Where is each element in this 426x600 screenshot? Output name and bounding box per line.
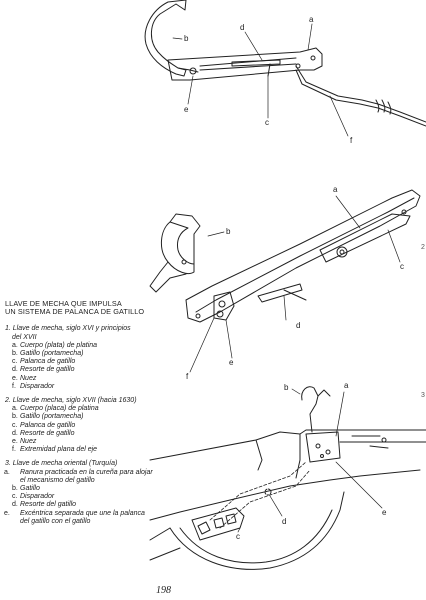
- caption-entry-2-part-e: e.Nuez: [12, 438, 155, 446]
- part-key: b.: [12, 485, 18, 493]
- figure-3-label-e: e: [382, 508, 387, 517]
- part-key: e.: [4, 509, 10, 517]
- part-text: Ranura practicada en la cureña para aloj…: [20, 468, 153, 484]
- figure-3-label-a: a: [344, 381, 349, 390]
- figure-3-label-d: d: [282, 517, 287, 526]
- figure-3-label-c: c: [236, 532, 240, 541]
- part-text: Disparador: [20, 493, 55, 501]
- caption-entry-2-part-d: d.Resorte de gatillo: [12, 430, 155, 438]
- figure-3-drawing: [149, 386, 426, 570]
- caption-entry-1-part-e: e.Nuez: [12, 375, 155, 383]
- part-text: Gatillo: [20, 485, 40, 493]
- caption-entry-3-parts: a. Ranura practicada en la cureña para al…: [4, 468, 155, 526]
- part-text: Cuerpo (plata) de platina: [20, 341, 98, 349]
- figure-1-drawing: [144, 0, 426, 137]
- page-number: 198: [156, 585, 171, 596]
- caption-entry-1-part-f: f. Disparador: [12, 383, 155, 391]
- caption-entry-3-heading: 3. Llave de mecha oriental (Turquía): [5, 460, 118, 468]
- part-text: Palanca de gatillo: [20, 421, 76, 429]
- caption-entry-1-part-c: c.Palanca de gatillo: [12, 358, 155, 366]
- caption-entry-1-parts: a.Cuerpo (plata) de platina b.Gatillo (p…: [5, 342, 155, 391]
- part-text: Nuez: [20, 374, 37, 382]
- part-text: Palanca de gatillo: [20, 358, 76, 366]
- part-text: Resorte de gatillo: [20, 366, 75, 374]
- caption-entry-3-part-d: d.Resorte del gatillo: [12, 501, 155, 509]
- caption-entry-3-part-c: c.Disparador: [12, 493, 155, 501]
- part-key: d.: [12, 429, 18, 437]
- part-key: c.: [12, 493, 18, 501]
- caption-entry-2-parts: a.Cuerpo (placa) de platina b.Gatillo (p…: [5, 405, 155, 454]
- part-key: a.: [12, 341, 18, 349]
- figure-1-label-f: f: [350, 136, 353, 145]
- figure-1-label-e: e: [184, 105, 189, 114]
- caption-entry-2-heading: 2. Llave de mecha, siglo XVII (hacia 163…: [5, 397, 137, 405]
- part-key: d.: [12, 366, 18, 374]
- caption-entry-3: 3. Llave de mecha oriental (Turquía) a. R…: [4, 460, 155, 526]
- caption-title: LLAVE DE MECHA QUE IMPULSA UN SISTEMA DE…: [5, 299, 155, 317]
- caption-entry-2: 2. Llave de mecha, siglo XVII (hacia 163…: [5, 397, 155, 454]
- figure-2-label-b: b: [226, 227, 231, 236]
- part-key: a.: [4, 468, 10, 476]
- part-text: Gatillo (portamecha): [20, 413, 84, 421]
- caption-entry-2-part-b: b.Gatillo (portamecha): [12, 413, 155, 421]
- part-key: f.: [12, 446, 16, 454]
- part-text: Cuerpo (placa) de platina: [20, 405, 99, 413]
- figure-2-label-d: d: [296, 321, 301, 330]
- caption-entry-1-heading-cont: del XVII: [12, 333, 37, 341]
- caption-entry-2-part-a: a.Cuerpo (placa) de platina: [12, 405, 155, 413]
- edge-mark-3: 3: [421, 392, 425, 399]
- part-key: d.: [12, 501, 18, 509]
- figure-2-label-e: e: [229, 358, 234, 367]
- caption-entry-1-heading: 1. Llave de mecha, siglo XVI y principio…: [5, 325, 131, 333]
- edge-mark-2: 2: [421, 244, 425, 251]
- caption-entry-1-part-d: d.Resorte de gatillo: [12, 366, 155, 374]
- caption-entry-1: 1. Llave de mecha, siglo XVI y principio…: [5, 325, 155, 391]
- part-key: a.: [12, 405, 18, 413]
- part-key: b.: [12, 413, 18, 421]
- part-key: c.: [12, 421, 18, 429]
- caption-entry-1-part-a: a.Cuerpo (plata) de platina: [12, 342, 155, 350]
- figure-2-drawing: [149, 189, 421, 373]
- part-key: e.: [12, 374, 18, 382]
- caption-entry-3-part-e: e. Excéntrica separada que une la palanca…: [4, 509, 155, 526]
- figure-1-label-b: b: [184, 34, 189, 43]
- caption-entry-2-part-c: c.Palanca de gatillo: [12, 422, 155, 430]
- part-text: Resorte del gatillo: [20, 501, 77, 509]
- part-key: e.: [12, 438, 18, 446]
- caption-entry-1-part-b: b.Gatillo (portamecha): [12, 350, 155, 358]
- figure-caption: LLAVE DE MECHA QUE IMPULSA UN SISTEMA DE…: [4, 299, 155, 532]
- caption-entry-2-part-f: f. Extremidad plana del eje: [12, 446, 155, 454]
- part-text: Gatillo (portamecha): [20, 350, 84, 358]
- part-key: f.: [12, 382, 16, 390]
- caption-title-line-1: LLAVE DE MECHA QUE IMPULSA: [5, 299, 122, 308]
- caption-title-line-2: UN SISTEMA DE PALANCA DE GATILLO: [5, 307, 145, 317]
- figure-1-label-a: a: [309, 15, 314, 24]
- part-key: b.: [12, 350, 18, 358]
- figure-2-label-a: a: [333, 185, 338, 194]
- part-text: Nuez: [20, 438, 37, 446]
- figure-2-label-c: c: [400, 262, 404, 271]
- part-text: Resorte de gatillo: [20, 429, 75, 437]
- figure-3-label-b: b: [284, 383, 289, 392]
- part-text: Excéntrica separada que une la palanca d…: [20, 509, 145, 525]
- caption-entry-3-part-a: a. Ranura practicada en la cureña para al…: [4, 468, 155, 485]
- part-key: c.: [12, 358, 18, 366]
- part-text: Extremidad plana del eje: [20, 446, 98, 454]
- caption-entry-3-part-b: b.Gatillo: [12, 485, 155, 493]
- part-text: Disparador: [20, 382, 55, 390]
- figure-2-label-f: f: [186, 372, 189, 381]
- figure-1-label-d: d: [240, 23, 245, 32]
- figure-1-label-c: c: [265, 118, 269, 127]
